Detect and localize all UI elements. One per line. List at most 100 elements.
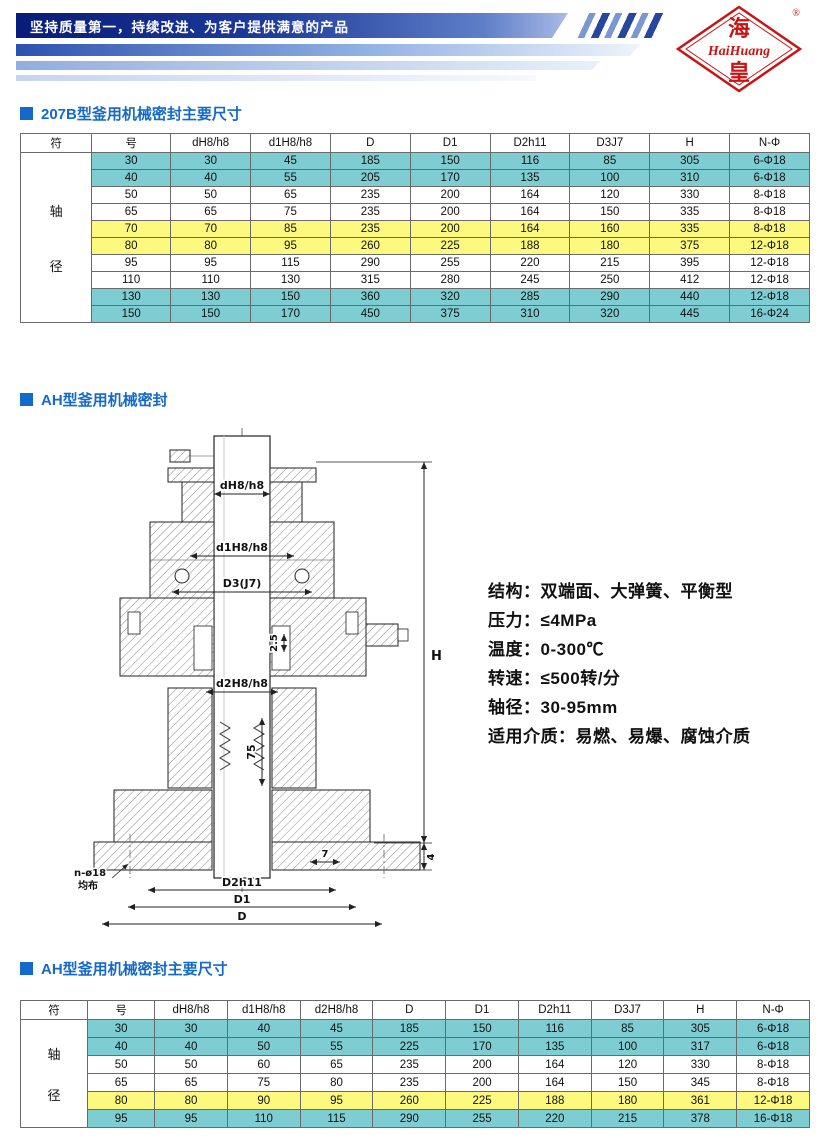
table-cell: 55 — [299, 1037, 374, 1056]
table-cell: 164 — [517, 1073, 592, 1092]
table-cell: 12-Φ18 — [736, 1091, 810, 1110]
column-header: D1 — [445, 1000, 519, 1020]
size-cell: 40 — [91, 169, 172, 187]
size-cell: 95 — [91, 254, 172, 272]
table-cell: 250 — [569, 271, 651, 289]
dim-label-d2: d2H8/h8 — [216, 677, 268, 690]
blue-square-bullet — [20, 962, 33, 975]
column-header: D — [372, 1000, 447, 1020]
table-cell: 335 — [649, 220, 731, 238]
table-cell: 310 — [489, 305, 571, 323]
table-cell: 160 — [569, 220, 651, 238]
table-cell: 116 — [489, 152, 571, 170]
column-header: D — [329, 133, 411, 153]
table-cell: 440 — [649, 288, 731, 306]
table-cell: 170 — [250, 305, 331, 323]
table-cell: 12-Φ18 — [729, 271, 810, 289]
size-cell: 70 — [91, 220, 172, 238]
table-cell: 412 — [649, 271, 731, 289]
column-header: d1H8/h8 — [226, 1000, 301, 1020]
size-cell: 80 — [87, 1091, 156, 1110]
column-header: d2H8/h8 — [299, 1000, 374, 1020]
table-cell: 70 — [170, 220, 252, 238]
logo-char-bottom: 皇 — [728, 60, 750, 85]
bolt-note-line1: n-ø18 — [74, 868, 106, 879]
table-cell: 220 — [489, 254, 571, 272]
column-header: 符 — [19, 1000, 89, 1020]
spec-line: 温度：0-300℃ — [488, 640, 604, 659]
table-cell: 290 — [329, 254, 411, 272]
table-cell: 115 — [250, 254, 331, 272]
blue-square-bullet — [20, 107, 33, 120]
table-cell: 75 — [226, 1073, 301, 1092]
table-cell: 65 — [299, 1055, 374, 1074]
section-title-207b: 207B型釜用机械密封主要尺寸 — [20, 103, 242, 124]
dim-label-75: 75 — [245, 744, 258, 759]
spec-line: 结构：双端面、大弹簧、平衡型 — [488, 582, 733, 601]
table-cell: 50 — [154, 1055, 228, 1074]
table-cell: 80 — [154, 1091, 228, 1110]
banner-tick-stripes — [576, 13, 664, 38]
table-cell: 330 — [649, 186, 731, 204]
table-cell: 200 — [445, 1073, 519, 1092]
table-cell: 395 — [649, 254, 731, 272]
table-cell: 345 — [663, 1073, 738, 1092]
table-cell: 6-Φ18 — [729, 152, 810, 170]
table-cell: 185 — [372, 1019, 447, 1038]
spec-list: 结构：双端面、大弹簧、平衡型 压力：≤4MPa 温度：0-300℃ 转速：≤50… — [488, 577, 751, 751]
table-cell: 12-Φ18 — [729, 237, 810, 255]
table-cell: 40 — [226, 1019, 301, 1038]
housing-sections — [93, 449, 421, 878]
table-cell: 280 — [409, 271, 491, 289]
table-cell: 315 — [329, 271, 411, 289]
column-header: H — [663, 1000, 738, 1020]
axis-diameter-label: 轴径 — [19, 152, 93, 323]
table-cell: 45 — [250, 152, 331, 170]
table-cell: 235 — [329, 203, 411, 221]
table-cell: 170 — [409, 169, 491, 187]
table-cell: 150 — [569, 203, 651, 221]
size-cell: 30 — [91, 152, 172, 170]
column-header: D2h11 — [517, 1000, 592, 1020]
banner-stripe-4 — [16, 75, 536, 81]
table-cell: 115 — [299, 1109, 374, 1128]
size-cell: 95 — [87, 1109, 156, 1128]
table-cell: 150 — [409, 152, 491, 170]
seal-cross-section-drawing: dH8/h8 d1H8/h8 D3(J7) 2.5 d2H8/h8 75 H — [73, 428, 443, 928]
table-cell: 8-Φ18 — [729, 203, 810, 221]
table-cell: 150 — [170, 305, 252, 323]
table-cell: 95 — [299, 1091, 374, 1110]
table-cell: 215 — [569, 254, 651, 272]
table-cell: 164 — [489, 220, 571, 238]
table-cell: 30 — [154, 1019, 228, 1038]
shaft — [213, 428, 271, 898]
dim-label-d3: D3(J7) — [223, 577, 262, 590]
table-cell: 90 — [226, 1091, 301, 1110]
table-cell: 130 — [170, 288, 252, 306]
table-cell: 8-Φ18 — [736, 1073, 810, 1092]
table-cell: 135 — [489, 169, 571, 187]
spec-line: 压力：≤4MPa — [488, 611, 597, 630]
column-header: N-Φ — [729, 133, 810, 153]
size-cell: 50 — [91, 186, 172, 204]
table-cell: 85 — [569, 152, 651, 170]
table-cell: 12-Φ18 — [729, 254, 810, 272]
table-cell: 100 — [590, 1037, 665, 1056]
table-cell: 135 — [517, 1037, 592, 1056]
table-cell: 40 — [154, 1037, 228, 1056]
table-cell: 225 — [445, 1091, 519, 1110]
banner-stripe-2 — [16, 44, 640, 56]
table-cell: 85 — [590, 1019, 665, 1038]
section-title-ah: AH型釜用机械密封 — [20, 389, 168, 410]
table-cell: 150 — [250, 288, 331, 306]
table-cell: 65 — [154, 1073, 228, 1092]
